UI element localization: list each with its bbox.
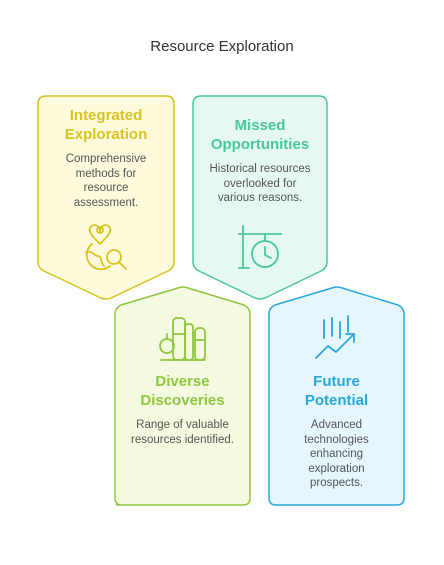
card-missed-opportunities: Missed Opportunities Historical resource… (193, 116, 327, 206)
card-shape-missed-opportunities (192, 95, 328, 300)
card-title-line: Potential (304, 392, 369, 409)
card-desc-line: Advanced (310, 419, 363, 431)
card-desc-line: Historical resources (209, 163, 311, 175)
card-desc-line: prospects. (309, 477, 364, 489)
card-title: Integrated Exploration (38, 106, 174, 144)
card-shape-diverse-discoveries (114, 286, 251, 506)
card-desc-line: various reasons. (217, 192, 303, 204)
card-future-potential: Future Potential Advanced technologies e… (269, 372, 404, 491)
card-title-line: Future (313, 373, 360, 390)
card-description: Historical resources overlooked for vari… (193, 162, 327, 206)
card-desc-line: Range of valuable (136, 419, 229, 431)
card-title: Future Potential (269, 372, 404, 410)
card-diverse-discoveries: Diverse Discoveries Range of valuable re… (115, 372, 250, 447)
card-description: Comprehensive methods for resource asses… (38, 152, 174, 210)
card-desc-line: assessment. (73, 196, 139, 209)
card-title-line: Discoveries (140, 392, 225, 409)
map-pin-search-icon (85, 224, 127, 271)
card-desc-line: methods for (75, 167, 137, 180)
card-desc-line: resources identified. (131, 433, 234, 446)
card-description: Advanced technologies enhancing explorat… (269, 418, 404, 491)
card-title-line: Exploration (64, 126, 148, 143)
refinery-icon (159, 317, 206, 361)
card-shape-integrated-exploration (37, 95, 175, 300)
card-description: Range of valuable resources identified. (115, 418, 250, 447)
card-desc-line: overlooked for (223, 177, 297, 190)
card-title: Missed Opportunities (193, 116, 327, 154)
card-desc-line: Comprehensive (65, 153, 147, 165)
page-title: Resource Exploration (150, 38, 294, 55)
card-desc-line: enhancing (309, 448, 364, 460)
card-shape-future-potential (268, 286, 405, 506)
card-desc-line: technologies (304, 433, 369, 446)
card-title-line: Integrated (69, 107, 143, 124)
growth-chart-icon (315, 315, 355, 359)
card-title-line: Missed (234, 117, 286, 134)
timer-sign-icon (238, 225, 282, 269)
card-title-line: Diverse (155, 373, 210, 390)
card-title: Diverse Discoveries (115, 372, 250, 410)
card-desc-line: exploration (308, 462, 365, 475)
card-desc-line: resource (83, 182, 129, 194)
card-integrated-exploration: Integrated Exploration Comprehensive met… (38, 106, 174, 210)
card-title-line: Opportunities (210, 136, 310, 153)
